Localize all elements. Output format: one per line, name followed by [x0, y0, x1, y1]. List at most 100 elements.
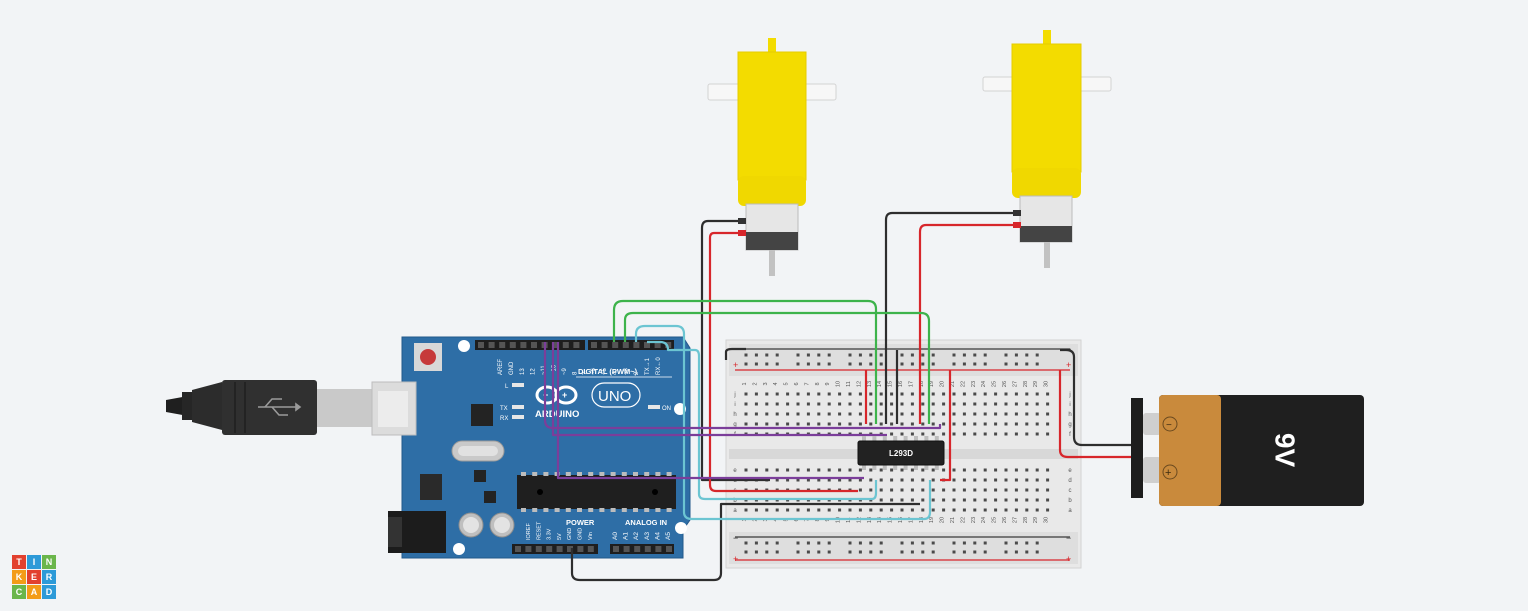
analog-in-label: ANALOG IN	[625, 518, 667, 527]
battery-9v[interactable]: − + 9V	[1131, 395, 1364, 506]
row-letter: c	[1069, 488, 1072, 494]
wire-purple-pin-9[interactable]	[551, 342, 887, 437]
power-pin-label: IOREF	[526, 523, 532, 540]
row-letter: e	[733, 468, 737, 474]
battery-plus-label: +	[1165, 467, 1171, 479]
row-letter: b	[733, 498, 737, 504]
power-label: POWER	[566, 518, 595, 527]
column-number: 4	[773, 382, 779, 385]
wire-black-motor-left[interactable]	[700, 219, 770, 482]
reset-button-cap[interactable]	[420, 349, 436, 365]
digital-pin-label: 13	[520, 368, 526, 375]
usb-connector-metal	[317, 389, 372, 427]
aref-label: AREF	[498, 359, 504, 375]
power-pin-label: 5V	[557, 533, 563, 540]
column-number: 21	[950, 381, 956, 387]
wire-green-pin-5[interactable]	[612, 299, 878, 424]
power-pin-label: GND	[567, 528, 573, 540]
logo-letter: C	[12, 585, 26, 599]
column-number: 11	[846, 381, 852, 387]
column-number: 13	[867, 381, 873, 387]
column-number: 8	[815, 382, 821, 385]
battery-minus-terminal[interactable]	[1162, 416, 1178, 432]
column-number: 9	[825, 382, 831, 385]
row-letter: a	[1068, 508, 1072, 514]
column-number: 3	[763, 382, 769, 385]
column-number: 14	[877, 381, 883, 387]
mounting-hole	[453, 543, 465, 555]
column-number: 29	[1033, 517, 1039, 523]
dc-motor-right[interactable]	[982, 30, 1112, 268]
column-number: 16	[898, 381, 904, 387]
breadboard[interactable]: 1122334455667788991010111112121313141415…	[725, 339, 1082, 569]
row-letter: a	[733, 508, 737, 514]
usb-cable[interactable]	[166, 380, 417, 436]
digital-header-left	[475, 340, 585, 350]
column-number: 18	[919, 381, 925, 387]
column-number: 5	[784, 382, 790, 385]
column-number: 25	[992, 517, 998, 523]
column-number: 27	[1012, 517, 1018, 523]
led-on-label: ON	[662, 406, 671, 412]
wires[interactable]	[543, 211, 1131, 582]
logo-letter: R	[42, 570, 56, 584]
row-letter: i	[734, 402, 735, 408]
digital-pin-label: RX←0	[656, 357, 662, 375]
rail-plus-label: +	[1066, 360, 1071, 370]
column-number: 27	[1012, 381, 1018, 387]
row-letter: h	[733, 412, 736, 418]
wire-green-pin-4[interactable]	[623, 311, 931, 424]
atmega-pins	[521, 472, 672, 512]
dc-motor-left[interactable]	[707, 38, 837, 276]
column-number: 1	[742, 382, 748, 385]
wire-purple-pin-11[interactable]	[556, 342, 864, 480]
column-number: 30	[1044, 517, 1050, 523]
row-letter: g	[733, 422, 736, 428]
column-number: 28	[1023, 381, 1029, 387]
mounting-hole	[458, 340, 470, 352]
voltage-regulator	[420, 474, 442, 500]
digital-header-right	[588, 340, 674, 350]
power-header	[512, 544, 598, 554]
led-l	[512, 383, 524, 387]
power-pin-label: Vin	[588, 532, 594, 540]
rail-plus-label: +	[733, 554, 738, 564]
wire-black-motor-right[interactable]	[884, 211, 1013, 424]
led-tx	[512, 405, 524, 409]
wire-red-battery[interactable]	[1058, 370, 1131, 459]
logo-letter: N	[42, 555, 56, 569]
rail-minus-label: −	[733, 533, 738, 543]
wire-black-battery[interactable]	[1060, 348, 1131, 447]
battery-plus-terminal[interactable]	[1162, 464, 1178, 480]
wire-red-motor-right[interactable]	[918, 223, 1013, 424]
svg-text:+: +	[562, 390, 567, 400]
small-component	[474, 470, 486, 482]
model-label: UNO	[598, 388, 631, 405]
usb-icon	[258, 398, 302, 416]
column-number: 19	[929, 517, 935, 523]
l293d-driver-chip[interactable]: L293D	[857, 436, 945, 470]
logo-letter: I	[27, 555, 41, 569]
column-number: 17	[908, 381, 914, 387]
column-number: 15	[888, 381, 894, 387]
logo-letter: E	[27, 570, 41, 584]
wire-cyan-pin-2[interactable]	[647, 340, 878, 501]
analog-pin-label: A4	[654, 532, 661, 540]
wire-black-gnd[interactable]	[570, 502, 920, 582]
led-rx	[512, 415, 524, 419]
column-number: 21	[950, 517, 956, 523]
wire-cyan-pin-3[interactable]	[634, 324, 932, 521]
digital-pin-label: 12	[531, 368, 537, 375]
column-number: 24	[981, 381, 987, 387]
column-number: 24	[981, 517, 987, 523]
rail-plus-label: +	[733, 360, 738, 370]
row-letter: d	[1068, 478, 1071, 484]
row-letter: b	[1068, 498, 1072, 504]
wire-black-rail-left[interactable]	[724, 347, 746, 360]
row-letter: g	[1068, 422, 1071, 428]
wire-red-chip-vs[interactable]	[940, 370, 952, 482]
wire-red-motor-left[interactable]	[708, 231, 858, 493]
